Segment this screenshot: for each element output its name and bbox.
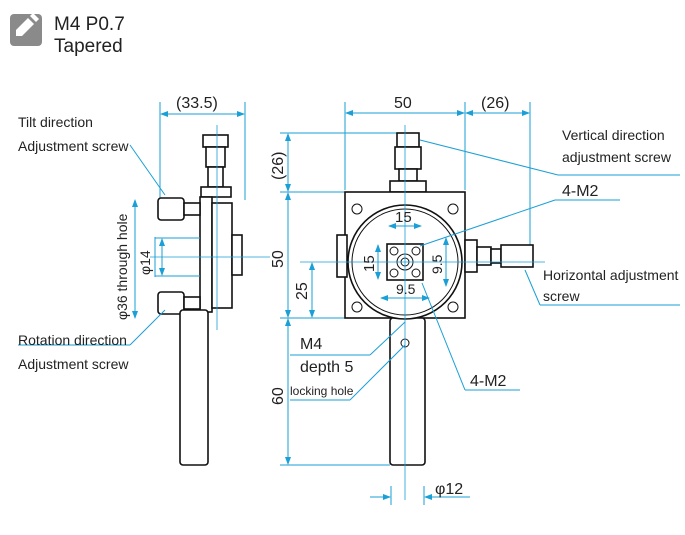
- side-dim-width: (33.5): [176, 95, 218, 112]
- front-dim-handle: 60: [270, 387, 287, 405]
- tapered-screw-icon: [10, 13, 42, 46]
- front-dim-handle-dia: φ12: [435, 481, 463, 498]
- dim-phi14: φ14: [137, 250, 153, 275]
- front-dim-knob: (26): [481, 95, 509, 112]
- m2-bottom-label: 4-M2: [470, 373, 507, 390]
- front-dim-top: (26): [270, 152, 287, 180]
- through-hole-label: φ36 through hole: [114, 213, 130, 320]
- front-dim-width: 50: [394, 95, 412, 112]
- horizontal-label-2: screw: [543, 288, 580, 304]
- vertical-label-2: adjustment screw: [562, 149, 672, 165]
- rotation-label-2: Adjustment screw: [18, 356, 129, 372]
- front-view: [280, 102, 680, 505]
- header-line1: M4 P0.7: [54, 14, 125, 35]
- dim-15-h: 15: [395, 209, 412, 226]
- header-line2: Tapered: [54, 36, 123, 57]
- depth-label: depth 5: [300, 359, 353, 376]
- vertical-label-1: Vertical direction: [562, 127, 665, 143]
- m4-label: M4: [300, 336, 322, 353]
- tilt-label-2: Adjustment screw: [18, 138, 129, 154]
- dim-95-h: 9.5: [396, 281, 416, 297]
- dim-15-v: 15: [361, 255, 378, 272]
- dim-95-v: 9.5: [429, 254, 445, 274]
- horizontal-label-1: Horizontal adjustment: [543, 267, 679, 283]
- front-dim-center: 25: [294, 282, 311, 300]
- rotation-label-1: Rotation direction: [18, 332, 127, 348]
- tilt-label-1: Tilt direction: [18, 114, 93, 130]
- m2-top-label: 4-M2: [562, 183, 599, 200]
- side-view: φ14 φ36 through hole: [18, 102, 270, 466]
- locking-label: locking hole: [290, 384, 354, 398]
- front-dim-height: 50: [270, 250, 287, 268]
